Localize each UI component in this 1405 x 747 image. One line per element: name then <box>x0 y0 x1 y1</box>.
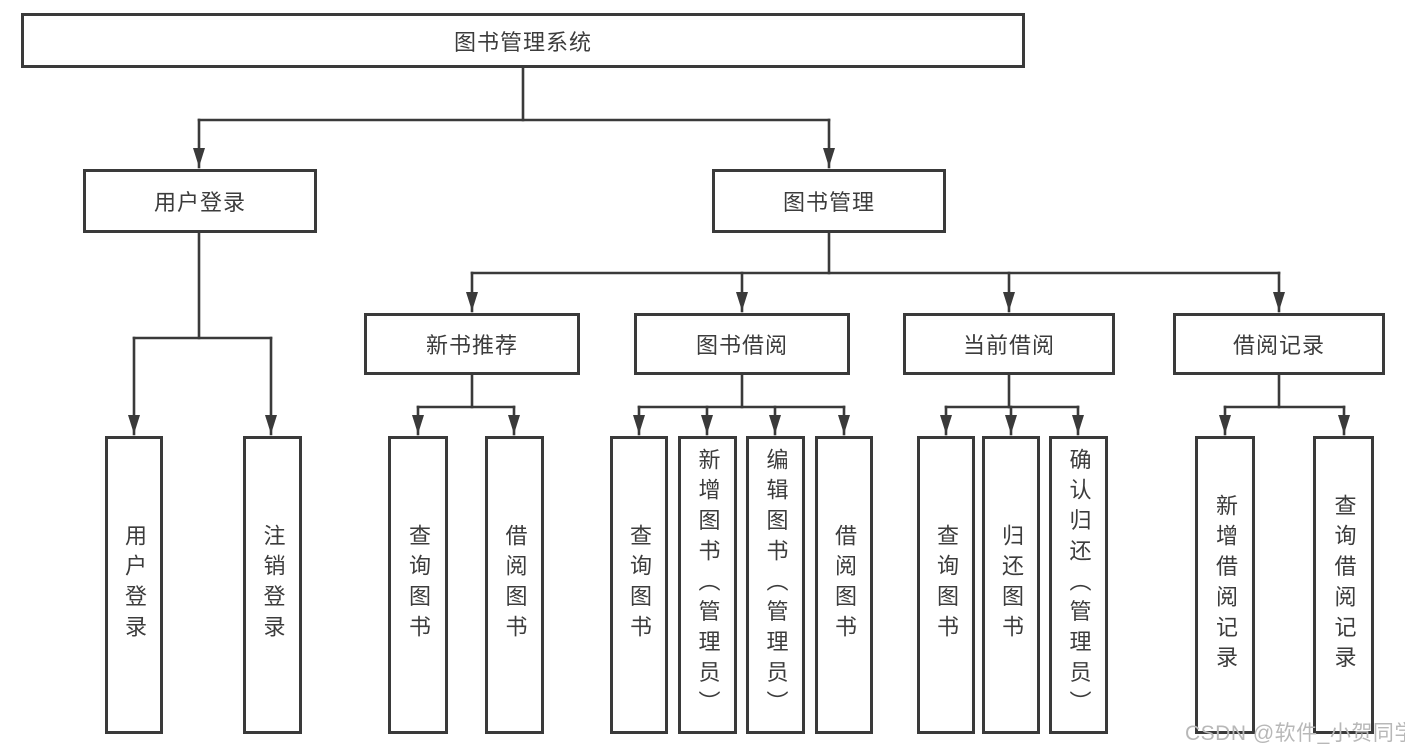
node-library-system: 图书管理系统 <box>21 13 1025 68</box>
node-new-book-recommend: 新书推荐 <box>364 313 580 375</box>
node-label: 确认归还（管理员） <box>1066 448 1092 722</box>
node-current-borrowing: 当前借阅 <box>903 313 1115 375</box>
node-book-borrowing: 图书借阅 <box>634 313 850 375</box>
leaf-add-borrow-record: 新增借阅记录 <box>1195 436 1255 734</box>
leaf-user-login: 用户登录 <box>105 436 163 734</box>
node-label: 图书管理 <box>782 190 875 215</box>
node-label: 查询图书 <box>406 524 431 646</box>
node-label: 用户登录 <box>122 524 147 646</box>
leaf-borrow-books-recommend: 借阅图书 <box>485 436 544 734</box>
watermark: CSDN @软件_小贺同学 <box>1185 722 1405 745</box>
node-label: 归还图书 <box>999 524 1024 646</box>
node-user-login: 用户登录 <box>83 169 317 233</box>
node-book-management: 图书管理 <box>712 169 946 233</box>
node-label: 当前借阅 <box>962 333 1055 358</box>
leaf-query-books-recommend: 查询图书 <box>388 436 448 734</box>
leaf-borrow-books: 借阅图书 <box>815 436 873 734</box>
leaf-query-borrow-record: 查询借阅记录 <box>1313 436 1374 734</box>
leaf-query-books-borrowing: 查询图书 <box>610 436 668 734</box>
node-label: 图书管理系统 <box>453 29 592 55</box>
node-label: 新增借阅记录 <box>1213 493 1238 677</box>
leaf-query-books-current: 查询图书 <box>917 436 975 734</box>
node-label: 新增图书（管理员） <box>695 448 721 722</box>
node-borrowing-records: 借阅记录 <box>1173 313 1385 375</box>
node-label: 查询借阅记录 <box>1331 493 1357 677</box>
node-label: 编辑图书（管理员） <box>763 448 789 722</box>
node-label: 借阅记录 <box>1232 333 1325 358</box>
leaf-add-books-admin: 新增图书（管理员） <box>678 436 737 734</box>
leaf-logout: 注销登录 <box>243 436 302 734</box>
node-label: 图书借阅 <box>695 333 788 358</box>
leaf-return-books: 归还图书 <box>982 436 1040 734</box>
node-label: 新书推荐 <box>425 333 518 358</box>
node-label: 借阅图书 <box>502 524 528 646</box>
node-label: 借阅图书 <box>832 524 857 646</box>
node-label: 用户登录 <box>153 190 246 215</box>
leaf-edit-books-admin: 编辑图书（管理员） <box>746 436 805 734</box>
node-label: 注销登录 <box>260 524 286 646</box>
leaf-confirm-return-admin: 确认归还（管理员） <box>1049 436 1108 734</box>
node-label: 查询图书 <box>934 524 959 646</box>
node-label: 查询图书 <box>627 524 652 646</box>
